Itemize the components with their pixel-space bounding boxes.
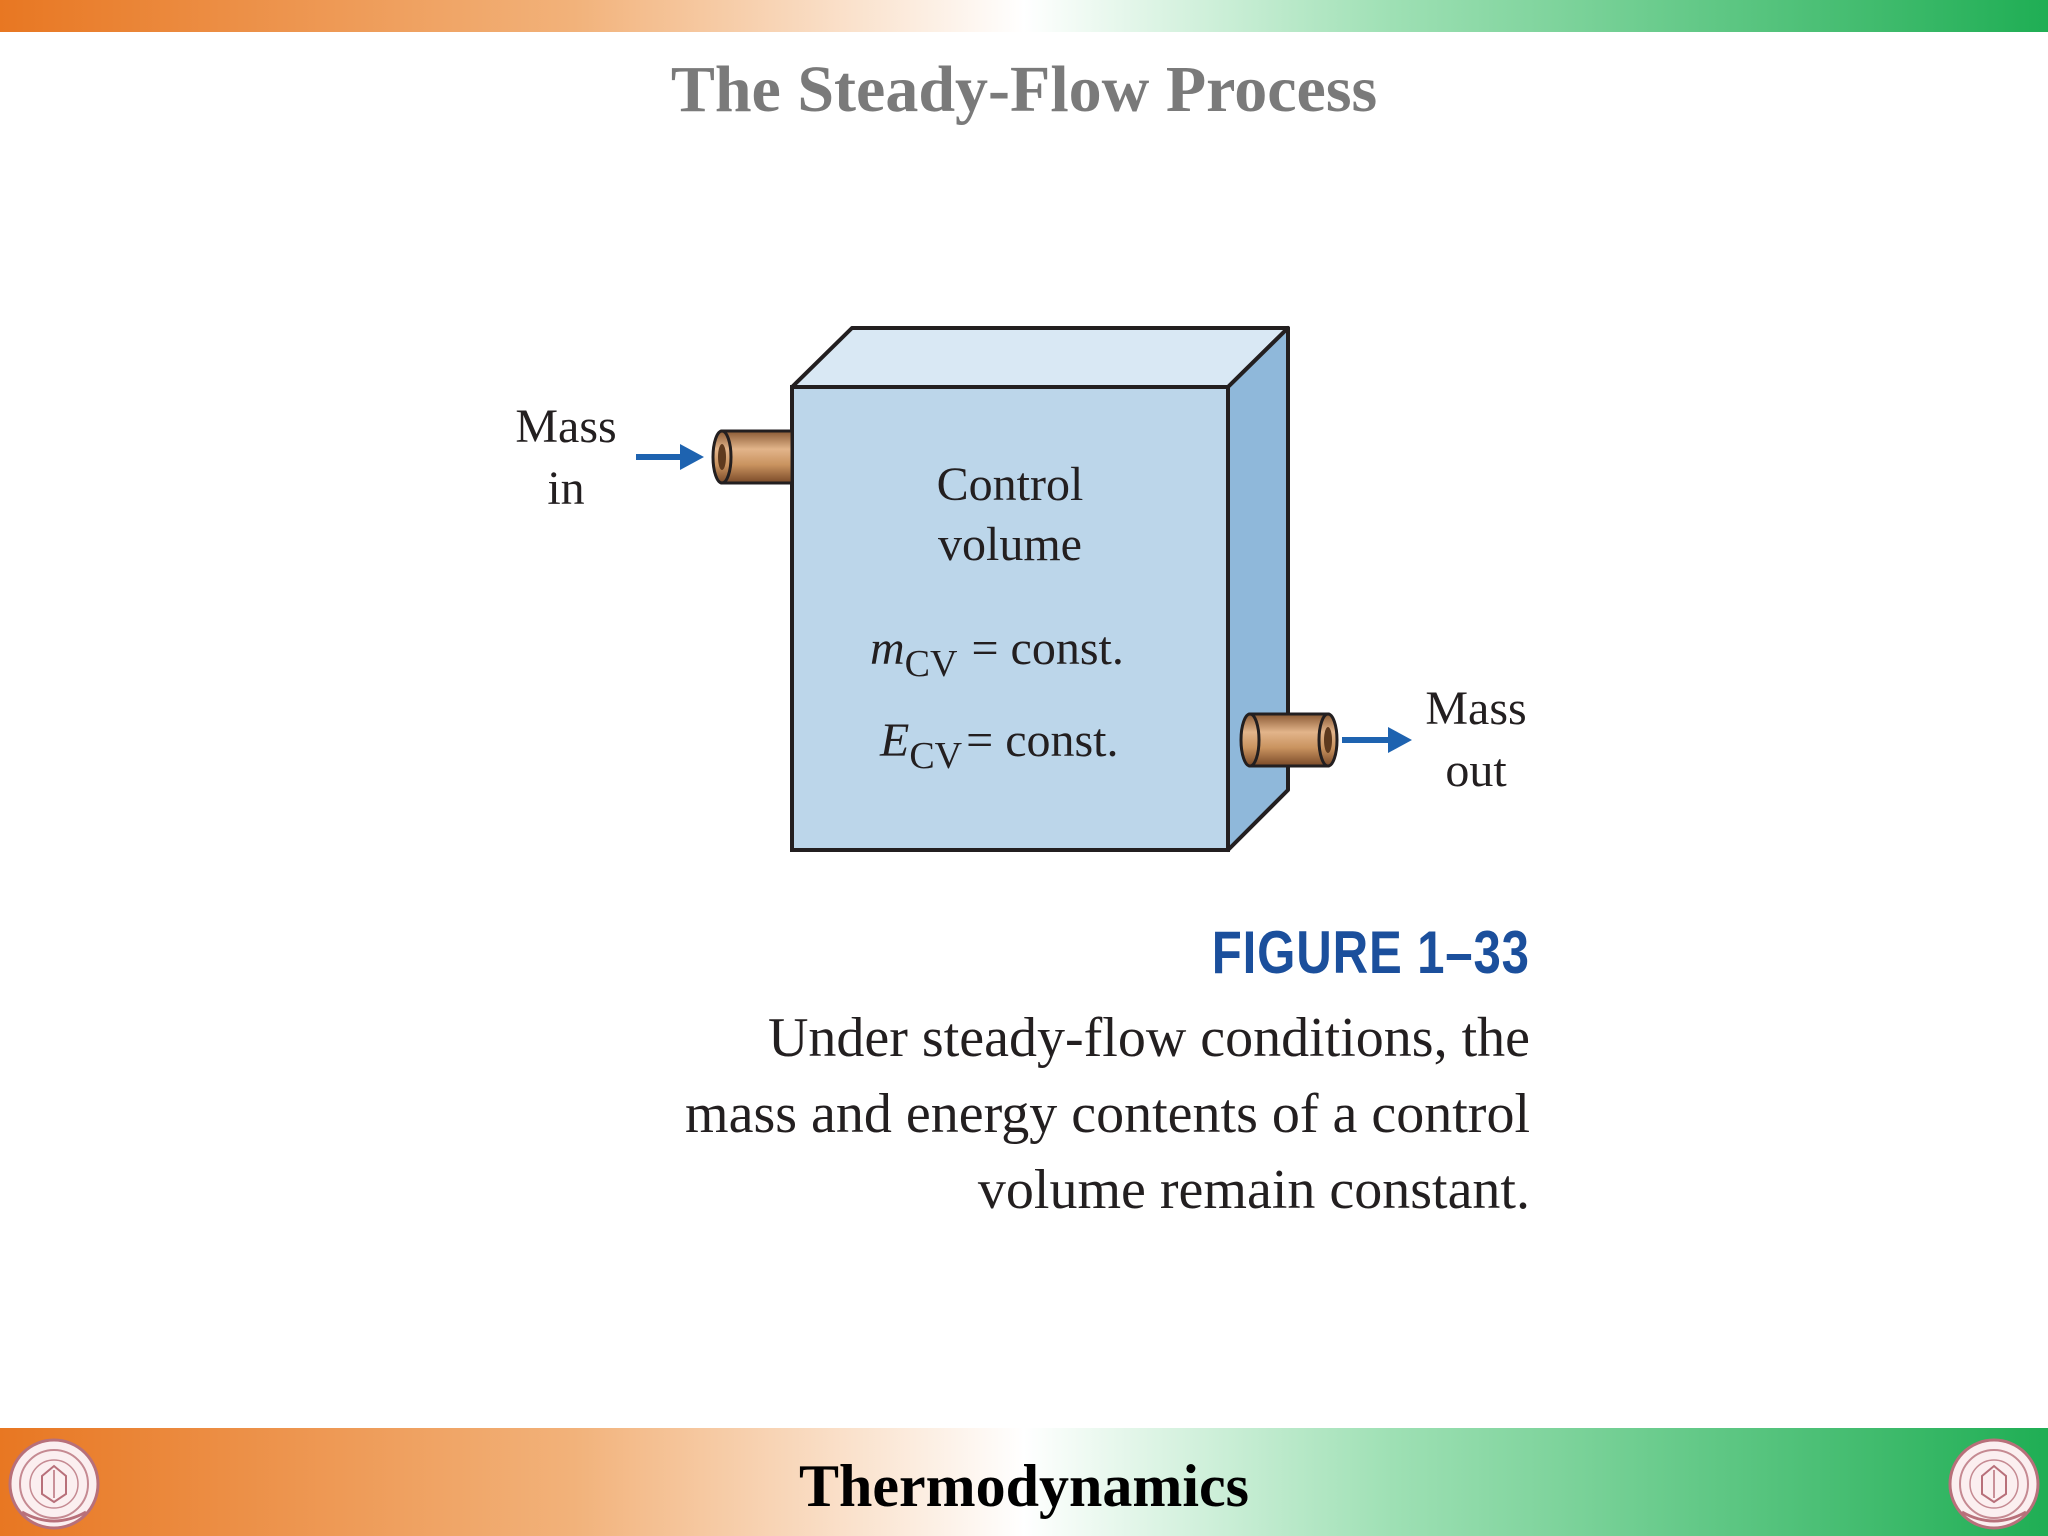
- mass-symbol: m: [870, 622, 905, 675]
- mass-equation: mCV = const.: [870, 622, 1124, 685]
- caption-line: mass and energy contents of a control: [685, 1083, 1530, 1145]
- caption-line: volume remain constant.: [977, 1159, 1530, 1221]
- energy-equation-rhs: = const.: [966, 714, 1118, 767]
- figure-caption: Under steady-flow conditions, the mass a…: [685, 1000, 1530, 1228]
- footer-title: Thermodynamics: [799, 1453, 1249, 1519]
- inlet-label-in: in: [547, 462, 584, 515]
- outlet-pipe: [1239, 712, 1339, 768]
- energy-subscript: CV: [909, 735, 962, 777]
- control-volume-label-line1: Control: [937, 458, 1084, 511]
- figure-number: FIGURE 1–33: [1211, 919, 1530, 986]
- control-volume-front-face: [790, 385, 1230, 852]
- university-emblem-icon: [1948, 1438, 2040, 1530]
- energy-symbol: E: [879, 714, 909, 767]
- control-volume-label-line2: volume: [938, 518, 1082, 571]
- control-volume-side-face: [1226, 326, 1290, 852]
- inlet-pipe: [711, 429, 794, 485]
- outlet-label-out: out: [1445, 744, 1507, 797]
- university-emblem-icon: [8, 1438, 100, 1530]
- control-volume-diagram: Mass in Mass out Control volume mCV= con…: [515, 326, 1527, 852]
- slide-title: The Steady-Flow Process: [670, 53, 1378, 126]
- outlet-label-mass: Mass: [1425, 682, 1526, 735]
- bottom-footer-band: [0, 1428, 2048, 1536]
- mass-equation-rhs: = const.: [971, 622, 1123, 675]
- mass-subscript: CV: [905, 643, 958, 685]
- inlet-arrow-icon: [636, 444, 704, 470]
- top-header-band: [0, 0, 2048, 32]
- energy-equation: ECV= const.: [879, 714, 1119, 777]
- outlet-arrow-icon: [1342, 727, 1412, 753]
- caption-line: Under steady-flow conditions, the: [767, 1007, 1530, 1069]
- inlet-label-mass: Mass: [515, 400, 616, 453]
- control-volume-top-face: [790, 326, 1290, 389]
